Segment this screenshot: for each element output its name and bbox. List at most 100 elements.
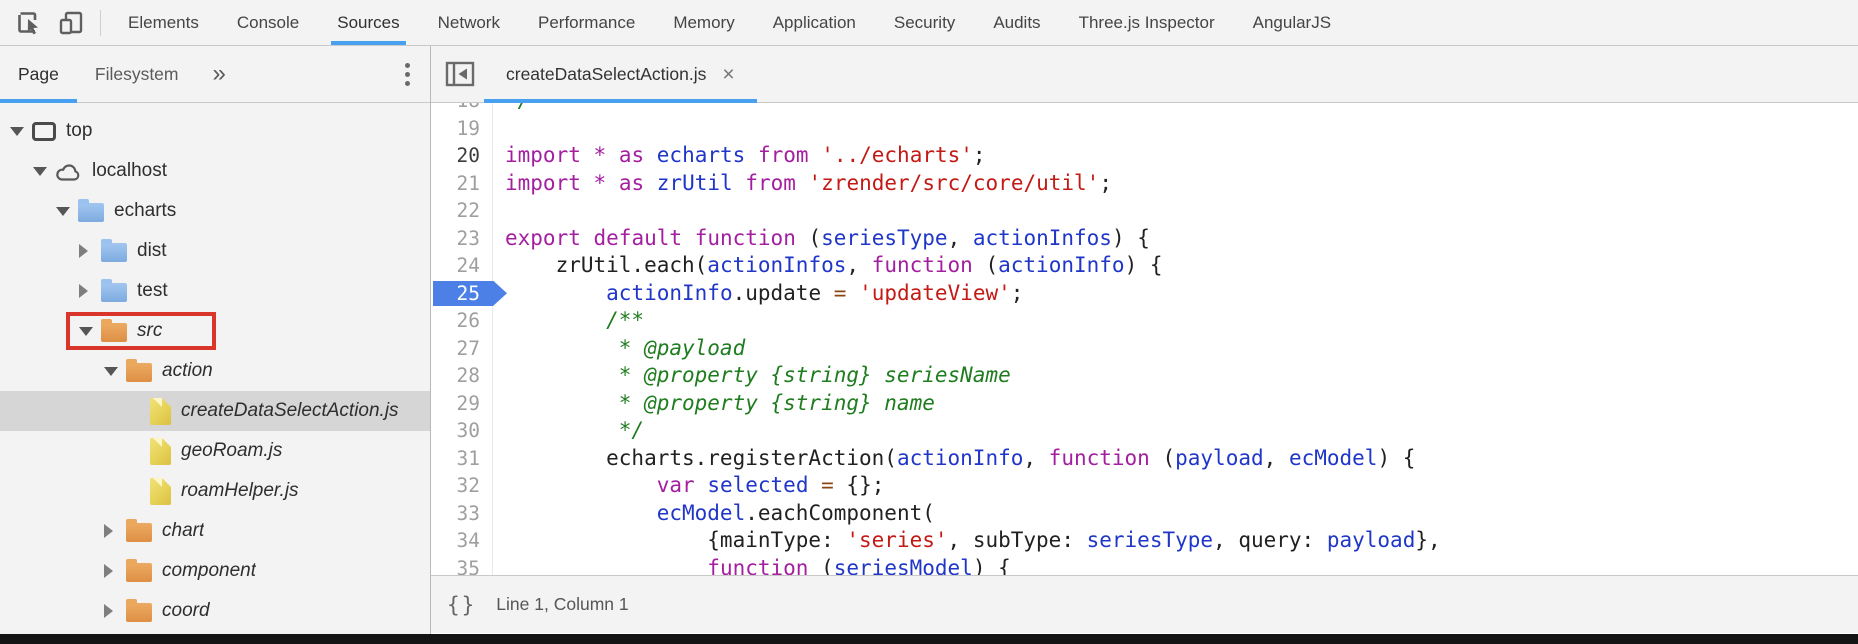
code-line[interactable]: 33 ecModel.eachComponent( (431, 500, 1858, 528)
code-line[interactable]: 26 /** (431, 307, 1858, 335)
line-number[interactable]: 21 (456, 171, 480, 195)
folder-icon (101, 239, 127, 262)
sidebar-tab-page[interactable]: Page (0, 46, 77, 103)
chevron-right-icon[interactable] (104, 564, 126, 578)
code-line[interactable]: 25 actionInfo.update = 'updateView'; (431, 280, 1858, 308)
chevron-down-icon[interactable] (79, 326, 101, 336)
tab-elements[interactable]: Elements (128, 12, 199, 32)
devtools-toolbar: Elements Console Sources Network Performance… (0, 0, 1858, 46)
close-icon[interactable]: × (722, 62, 735, 86)
tree-item-top[interactable]: top (0, 111, 430, 151)
tree-item-action[interactable]: action (0, 351, 430, 391)
code-line[interactable]: 31 echarts.registerAction(actionInfo, fu… (431, 445, 1858, 473)
kebab-menu-icon[interactable] (405, 62, 410, 86)
tree-item-component[interactable]: component (0, 551, 430, 591)
tab-memory[interactable]: Memory (673, 12, 735, 32)
code-text: * @property {string} seriesName (505, 363, 1011, 387)
line-number[interactable]: 32 (456, 474, 480, 497)
tab-angularjs[interactable]: AngularJS (1252, 12, 1332, 32)
hide-navigator-button[interactable] (444, 60, 476, 88)
folder-icon (101, 279, 127, 302)
chevron-right-icon[interactable] (79, 284, 101, 298)
more-tabs-icon[interactable]: » (212, 60, 226, 87)
pretty-print-icon[interactable]: {} (447, 592, 477, 617)
code-line[interactable]: 29 * @property {string} name (431, 390, 1858, 418)
tree-item-dist[interactable]: dist (0, 231, 430, 271)
code-line[interactable]: 22 (431, 197, 1858, 225)
code-line[interactable]: 21 import * as zrUtil from 'zrender/src/c… (431, 170, 1858, 198)
chevron-right-icon[interactable] (79, 244, 101, 258)
code-line[interactable]: 28 * @property {string} seriesName (431, 362, 1858, 390)
editor-status-bar: {} Line 1, Column 1 (431, 575, 1858, 633)
code-text: ecModel.eachComponent( (656, 500, 935, 525)
tree-item-localhost[interactable]: localhost (0, 151, 430, 191)
line-number[interactable]: 28 (456, 364, 480, 387)
code-line[interactable]: 18*/ (431, 103, 1858, 115)
line-number[interactable]: 24 (456, 254, 480, 277)
line-number[interactable]: 29 (456, 391, 480, 415)
tab-network[interactable]: Network (437, 12, 500, 32)
tree-item-label: coord (162, 600, 210, 621)
tab-three-js-inspector[interactable]: Three.js Inspector (1078, 12, 1215, 32)
line-number[interactable]: 31 (456, 446, 480, 470)
line-number[interactable]: 23 (456, 226, 480, 250)
tree-item-echarts[interactable]: echarts (0, 191, 430, 231)
sidebar-tab-filesystem[interactable]: Filesystem (94, 63, 179, 84)
code-line[interactable]: 35 function (seriesModel) { (431, 555, 1858, 576)
tab-sources[interactable]: Sources (331, 0, 407, 45)
editor-tab[interactable]: createDataSelectAction.js × (484, 46, 757, 103)
inspect-element-button[interactable] (14, 8, 44, 38)
line-number[interactable]: 26 (456, 309, 480, 332)
code-text: {mainType: 'series', subType: seriesType… (505, 528, 1441, 552)
breakpoint-line-number[interactable]: 25 (431, 280, 492, 308)
folder-icon (126, 599, 152, 622)
tree-item-chart[interactable]: chart (0, 511, 430, 551)
tab-console[interactable]: Console (236, 12, 300, 32)
chevron-right-icon[interactable] (104, 524, 126, 538)
line-number[interactable]: 18 (431, 103, 492, 115)
line-number[interactable]: 19 (456, 116, 480, 140)
tab-audits[interactable]: Audits (993, 12, 1041, 32)
line-number[interactable]: 30 (456, 419, 480, 442)
tree-item-label: dist (137, 240, 167, 261)
tree-item-coord[interactable]: coord (0, 591, 430, 631)
chevron-right-icon[interactable] (104, 604, 126, 618)
tab-security[interactable]: Security (893, 12, 956, 32)
tree-item-georoam-js[interactable]: geoRoam.js (0, 431, 430, 471)
code-text: */ (492, 103, 530, 115)
code-text: import * as zrUtil from 'zrender/src/cor… (505, 170, 1112, 195)
code-line[interactable]: 30 */ (431, 417, 1858, 445)
line-number[interactable]: 33 (456, 501, 480, 525)
code-line[interactable]: 32 var selected = {}; (431, 472, 1858, 500)
tab-performance[interactable]: Performance (537, 12, 636, 32)
tree-item-createdataselectaction-js[interactable]: createDataSelectAction.js (0, 391, 430, 431)
chevron-down-icon[interactable] (33, 166, 55, 176)
line-number[interactable]: 22 (456, 199, 480, 222)
code-text: zrUtil.each(actionInfos, function (actio… (505, 253, 1163, 277)
device-toolbar-button[interactable] (56, 8, 86, 38)
tab-application[interactable]: Application (772, 12, 856, 32)
code-line[interactable]: 24 zrUtil.each(actionInfos, function (ac… (431, 252, 1858, 280)
tree-item-test[interactable]: test (0, 271, 430, 311)
device-toolbar-icon (59, 11, 83, 34)
tree-item-roamhelper-js[interactable]: roamHelper.js (0, 471, 430, 511)
chevron-down-icon[interactable] (56, 206, 78, 216)
line-number[interactable]: 35 (456, 556, 480, 576)
editor-pane: createDataSelectAction.js × 18*/1920impo… (431, 46, 1858, 634)
code-line[interactable]: 27 * @payload (431, 335, 1858, 363)
tree-item-label: geoRoam.js (181, 440, 283, 461)
line-number[interactable]: 34 (456, 529, 480, 552)
tree-item-src[interactable]: src (0, 311, 430, 351)
tree-item-label: src (137, 320, 163, 341)
chevron-down-icon[interactable] (104, 366, 126, 376)
line-number[interactable]: 27 (456, 336, 480, 360)
code-line[interactable]: 34 {mainType: 'series', subType: seriesT… (431, 527, 1858, 555)
code-line[interactable]: 19 (431, 115, 1858, 143)
chevron-down-icon[interactable] (10, 126, 32, 136)
line-number[interactable]: 20 (456, 144, 480, 167)
